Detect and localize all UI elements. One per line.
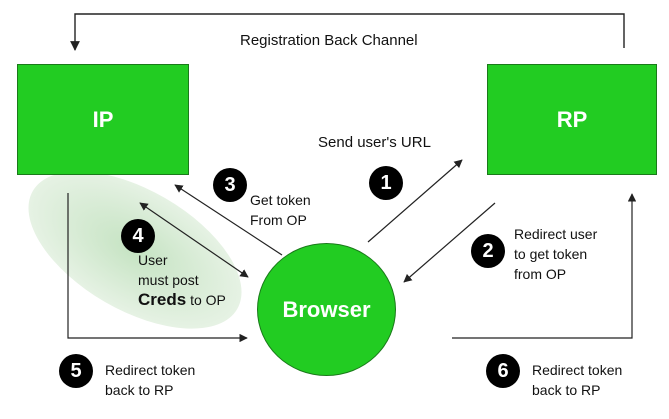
back-channel-arrow: [70, 13, 625, 51]
step-4-badge: 4: [121, 219, 155, 253]
step-2-badge: 2: [471, 234, 505, 268]
step-5-line-1: Redirect token: [105, 362, 196, 378]
step-6-line-1: Redirect token: [532, 362, 623, 378]
step-5-text: Redirect token back to RP: [105, 360, 195, 400]
browser-node: Browser: [257, 243, 396, 376]
step-2-text: Redirect user to get token from OP: [514, 224, 597, 284]
rp-node-label: RP: [556, 106, 588, 132]
step-2-number: 2: [482, 239, 494, 262]
arrow-redirect-user: [403, 202, 496, 283]
arrow-send-url: [367, 159, 463, 243]
send-url-label: Send user's URL: [318, 134, 431, 151]
to-op-text: to OP: [186, 292, 226, 308]
arrow-redirect-token-ip: [67, 193, 248, 343]
step-5-badge: 5: [59, 354, 93, 388]
browser-node-label: Browser: [282, 296, 371, 322]
step-6-number: 6: [497, 359, 509, 382]
step-6-badge: 6: [486, 354, 520, 388]
arrow-redirect-token-rp: [452, 193, 637, 339]
arrow-post-creds: [139, 202, 249, 278]
step-4-line-2: must post: [138, 272, 199, 288]
ip-node: IP: [17, 64, 189, 175]
step-4-text: User must post Creds to OP: [138, 250, 226, 310]
step-1-number: 1: [380, 171, 392, 194]
step-3-line-1: Get token: [250, 192, 311, 208]
step-3-badge: 3: [213, 168, 247, 202]
rp-node: RP: [487, 64, 657, 175]
step-3-text: Get token From OP: [250, 190, 311, 230]
step-2-line-3: from OP: [514, 266, 567, 282]
step-6-text: Redirect token back to RP: [532, 360, 622, 400]
creds-text: Creds: [138, 290, 187, 309]
step-5-number: 5: [70, 359, 82, 382]
step-1-badge: 1: [369, 166, 403, 200]
step-5-line-2: back to RP: [105, 382, 174, 398]
ip-node-label: IP: [92, 106, 114, 132]
step-3-number: 3: [224, 173, 236, 196]
step-4-line-1: User: [138, 252, 168, 268]
step-6-line-2: back to RP: [532, 382, 601, 398]
back-channel-label: Registration Back Channel: [240, 32, 418, 49]
step-4-line-3: Creds to OP: [138, 290, 226, 310]
step-2-line-2: to get token: [514, 246, 588, 262]
step-4-number: 4: [132, 224, 144, 247]
step-3-line-2: From OP: [250, 212, 307, 228]
step-2-line-1: Redirect user: [514, 226, 598, 242]
